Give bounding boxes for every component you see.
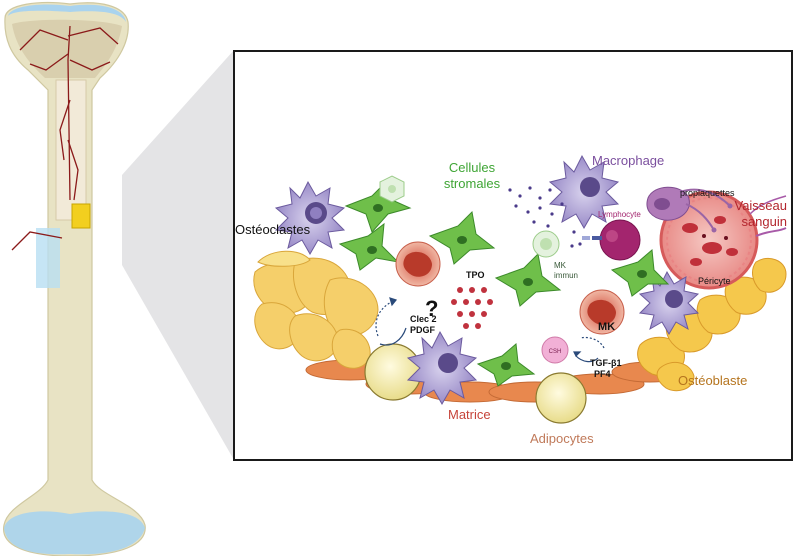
megakaryocyte-right bbox=[579, 289, 625, 335]
bone-cartilage-bottom bbox=[4, 511, 145, 555]
label-pericyte: Péricyte bbox=[698, 276, 731, 286]
label-mk-immune-1: MK bbox=[554, 261, 567, 270]
label-pf4: PF4 bbox=[594, 369, 611, 379]
macrophage-top-left bbox=[274, 180, 346, 256]
label-macrophage: Macrophage bbox=[592, 153, 664, 168]
label-osteoclasts: Ostéoclastes bbox=[235, 222, 311, 237]
bone-spongy bbox=[12, 19, 122, 78]
macrophage-bottom bbox=[406, 330, 478, 406]
label-osteoblast: Ostéoblaste bbox=[678, 373, 747, 388]
label-csh: CSH bbox=[549, 349, 562, 355]
proplatelet-megakaryocyte bbox=[646, 186, 733, 233]
macrophage-top bbox=[548, 154, 620, 230]
cytokine-particles bbox=[508, 186, 564, 228]
bone-shaft bbox=[3, 1, 146, 556]
label-adipocytes: Adipocytes bbox=[530, 431, 594, 446]
tpo-particles bbox=[451, 287, 493, 329]
label-matrix: Matrice bbox=[448, 407, 491, 422]
lymphocyte bbox=[570, 219, 641, 261]
adipocyte-left bbox=[364, 343, 422, 401]
label-question: ? bbox=[425, 296, 438, 321]
label-clec2: Clec 2 bbox=[410, 314, 437, 324]
stromal-nuclei bbox=[367, 204, 647, 370]
zoom-funnel bbox=[122, 50, 234, 460]
label-mk: MK bbox=[598, 321, 615, 333]
label-tpo: TPO bbox=[466, 270, 485, 280]
label-stromal-1: Cellules bbox=[449, 160, 496, 175]
bone-sleeve bbox=[36, 228, 60, 288]
bone-zoom-box bbox=[71, 203, 91, 229]
macrophage-right bbox=[638, 270, 700, 335]
label-tgf: TGF-β1 bbox=[590, 358, 622, 368]
interaction-arrows bbox=[375, 297, 605, 363]
bone-arteries bbox=[11, 25, 119, 251]
bone-illustration bbox=[3, 1, 146, 556]
bone-cartilage-top bbox=[8, 4, 126, 22]
osteoclasts bbox=[253, 250, 379, 369]
label-proplatelets: proplaquettes bbox=[680, 188, 735, 198]
label-vessel-2: sanguin bbox=[741, 214, 787, 229]
pale-cells bbox=[379, 175, 560, 258]
label-pdgf: PDGF bbox=[410, 325, 436, 335]
label-vessel-1: Vaisseau bbox=[734, 198, 787, 213]
label-mk-immune-2: immun bbox=[554, 271, 578, 280]
blood-vessel bbox=[659, 190, 787, 290]
label-lymphocyte: Lymphocyte bbox=[598, 210, 641, 219]
hsc-cell bbox=[541, 336, 569, 364]
megakaryocyte-left bbox=[395, 241, 441, 287]
label-stromal-2: stromales bbox=[444, 176, 501, 191]
adipocyte-right bbox=[535, 372, 587, 424]
